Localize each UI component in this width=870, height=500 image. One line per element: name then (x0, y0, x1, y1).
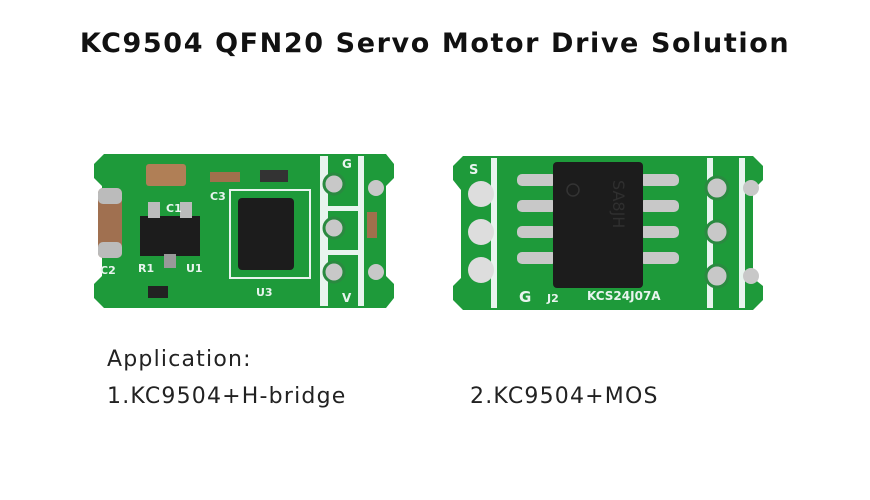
label-u1: U1 (186, 262, 203, 275)
label-u3: U3 (256, 286, 273, 299)
application-heading: Application: (107, 347, 252, 372)
label-c3: C3 (210, 190, 226, 203)
page-title: KC9504 QFN20 Servo Motor Drive Solution (79, 28, 791, 59)
label-c2: C2 (100, 264, 116, 277)
board-code: KCS24J07A (587, 289, 661, 303)
chip-marking: SA8JH (609, 180, 628, 228)
label-g: G (342, 157, 352, 171)
label-g: G (519, 288, 531, 306)
application-item-1: 1.KC9504+H-bridge (107, 384, 347, 409)
label-r1: R1 (138, 262, 154, 275)
label-j2: J2 (546, 292, 559, 305)
board-mos-photo: SA8JH S G J2 KCS24J07A (453, 156, 763, 310)
label-v: V (342, 291, 352, 305)
application-item-2: 2.KC9504+MOS (470, 384, 659, 409)
board-hbridge-photo: G V C1 R1 U1 C2 C3 U3 (94, 154, 394, 308)
label-s: S (469, 163, 478, 178)
label-c1: C1 (166, 202, 182, 215)
